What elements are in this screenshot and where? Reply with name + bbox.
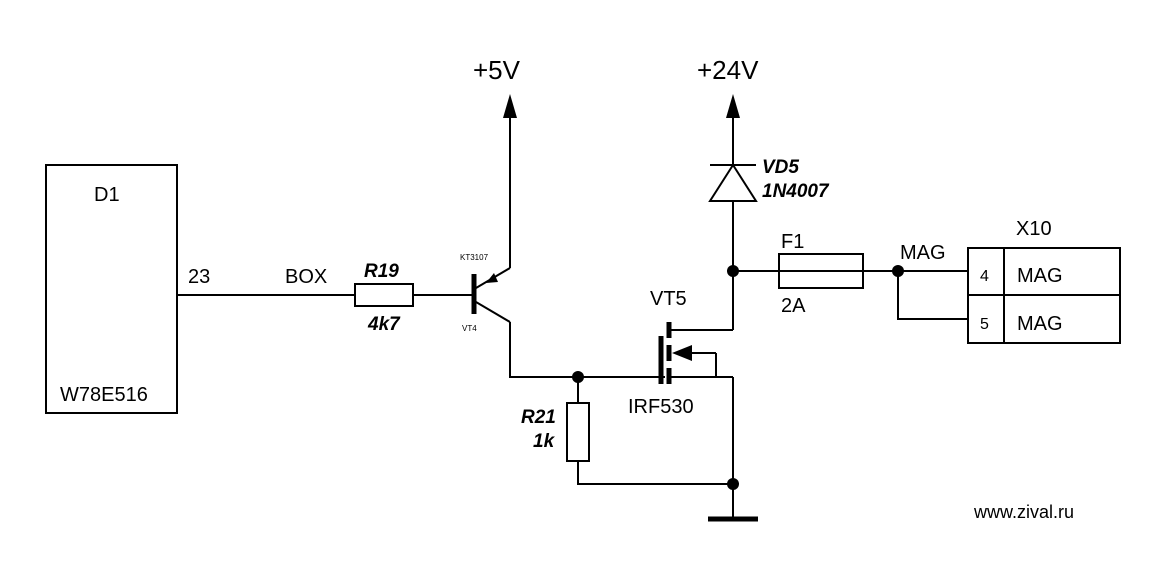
- resistor-r21-value: 1k: [533, 431, 556, 452]
- ic-d1-pin-23: 23: [188, 266, 210, 288]
- junction-ground-node: [727, 478, 739, 490]
- ic-d1-ref: D1: [94, 184, 120, 206]
- net-label-mag: MAG: [900, 242, 946, 264]
- wire-mag-pin5: [897, 271, 968, 320]
- mosfet-vt5: VT5 IRF530: [628, 288, 733, 418]
- supply-label-24v: +24V: [697, 55, 759, 85]
- resistor-r19-value: 4k7: [367, 314, 401, 335]
- connector-x10-ref: X10: [1016, 218, 1052, 240]
- resistor-r19-body: [354, 283, 414, 307]
- connector-x10-pin-num-4: 4: [980, 268, 989, 285]
- resistor-r21: R21 1k: [521, 402, 590, 462]
- transistor-vt4: KT3107 VT4: [460, 253, 511, 333]
- supply-arrow-5v: [503, 94, 517, 118]
- transistor-vt4-part: KT3107: [460, 253, 489, 262]
- wire-vt4-collector-gate: [509, 322, 665, 378]
- diode-vd5: VD5 1N4007: [708, 157, 830, 202]
- mosfet-vt5-ref: VT5: [650, 288, 687, 310]
- resistor-r19: R19 4k7: [354, 261, 414, 335]
- connector-x10: X10 4 MAG 5 MAG: [967, 218, 1121, 344]
- mosfet-vt5-body-arrow: [672, 345, 692, 361]
- diode-vd5-ref: VD5: [762, 157, 799, 178]
- transistor-vt4-emitter-arrow: [486, 273, 498, 283]
- ic-d1: D1 W78E516 23: [45, 164, 210, 414]
- transistor-vt4-collector: [475, 301, 511, 323]
- supply-arrow-24v: [726, 94, 740, 118]
- net-label-box: BOX: [285, 266, 327, 288]
- fuse-f1-value: 2A: [781, 295, 806, 317]
- connector-x10-pin-label-5: MAG: [1017, 313, 1063, 335]
- connector-x10-pin-num-5: 5: [980, 316, 989, 333]
- ic-d1-body: [45, 164, 178, 414]
- diode-vd5-part: 1N4007: [762, 181, 830, 202]
- supply-label-5v: +5V: [473, 55, 521, 85]
- wire-r21-ground: [577, 461, 733, 485]
- resistor-r21-body: [566, 402, 590, 462]
- mosfet-vt5-part: IRF530: [628, 396, 694, 418]
- resistor-r21-ref: R21: [521, 407, 556, 428]
- fuse-f1-ref: F1: [781, 231, 804, 253]
- ic-d1-part: W78E516: [60, 384, 148, 406]
- connector-x10-pin-label-4: MAG: [1017, 265, 1063, 287]
- website-watermark: www.zival.ru: [973, 502, 1074, 522]
- diode-vd5-body: [708, 163, 758, 202]
- resistor-r19-ref: R19: [364, 261, 399, 282]
- fuse-f1: F1 2A: [778, 231, 864, 317]
- transistor-vt4-ref: VT4: [462, 324, 477, 333]
